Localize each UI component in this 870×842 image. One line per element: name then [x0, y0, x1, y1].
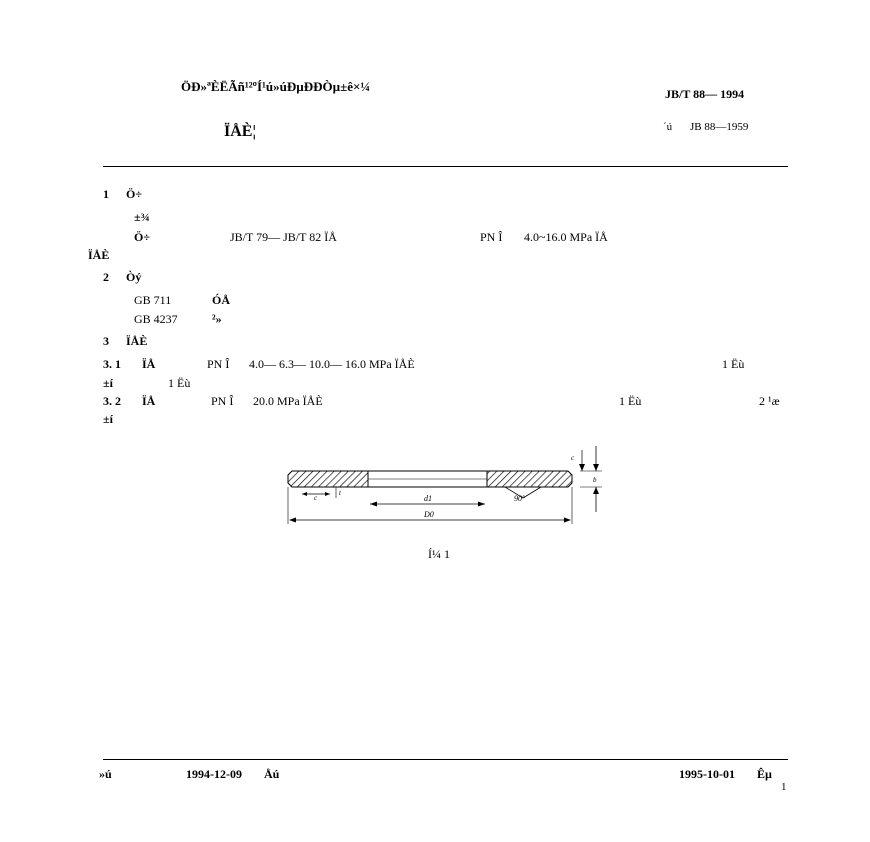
figure-caption: Í¼ 1 [428, 547, 450, 561]
groove-angle [504, 486, 542, 499]
section-3-1-pn: PN Î [207, 357, 230, 371]
section-1-line-3: ÏÅÈ [88, 248, 110, 262]
replaces-prefix: ´ú [663, 121, 673, 133]
section-1-number: 1 [103, 187, 109, 201]
section-2-ref-1-text: ÓÅ [212, 293, 230, 307]
section-3-2-figure-ref-1: 1 Ëù [619, 394, 642, 408]
section-3-1-cont-2: 1 Ëù [168, 376, 191, 390]
thickness-label: b [593, 476, 597, 484]
c-label: c [314, 494, 318, 502]
effective-date: 1995-10-01 [679, 767, 735, 781]
header-title: ÖÐ»ªÈËÃñ¹²ºÍ¹ú»úÐµÐÐÒµ±ê×¼ [181, 79, 371, 94]
section-1-line-2-ref: JB/T 79— JB/T 82 ÏÅ [230, 230, 337, 244]
issue-date: 1994-12-09 [186, 767, 242, 781]
section-1-line-2-range: 4.0~16.0 MPa ÏÅ [524, 230, 608, 244]
header-rule [103, 166, 788, 167]
section-1-line-2-pn: PN Î [480, 230, 503, 244]
standard-number: JB/T 88— 1994 [665, 87, 745, 101]
effective-suffix: Êµ [757, 767, 772, 781]
t-label: t [339, 489, 342, 497]
section-3-title: ÏÅÈ [126, 334, 148, 348]
section-3-2-cont: ±í [103, 412, 113, 426]
section-3-1-cont-1: ±í [103, 376, 113, 390]
gasket-cross-section-figure: 90° b c c t d1 D0 [287, 446, 602, 524]
section-3-2-values: 20.0 MPa ÏÅÈ [253, 394, 323, 408]
section-2-title: Òý [126, 270, 142, 284]
section-3-1-values: 4.0— 6.3— 10.0— 16.0 MPa ÏÅÈ [249, 357, 415, 371]
issue-suffix: Åú [264, 767, 280, 781]
section-3-2-figure-ref-2: 2 ¹æ [759, 394, 780, 408]
section-2-number: 2 [103, 270, 109, 284]
section-1-line-1: ±¾ [134, 210, 150, 224]
replaces-standard: JB 88—1959 [690, 121, 749, 133]
section-3-1-figure-ref: 1 Ëù [722, 357, 745, 371]
section-3-2-pn: PN Î [211, 394, 234, 408]
page-number: 1 [781, 781, 787, 793]
right-section [486, 470, 573, 488]
footer-rule [103, 759, 788, 760]
angle-label: 90° [514, 494, 526, 503]
d0-label: D0 [423, 510, 434, 519]
top-dim-label: c [571, 454, 575, 462]
section-2-ref-2-text: ²» [212, 312, 222, 326]
section-3-2-number: 3. 2 [103, 394, 121, 408]
section-2-ref-1-code: GB 711 [134, 293, 172, 307]
left-section [287, 470, 369, 488]
section-2-ref-2-code: GB 4237 [134, 312, 178, 326]
document-subtitle: ÏÅÈ¦ [224, 123, 256, 140]
footer-left-text: »ú [99, 767, 112, 781]
section-3-number: 3 [103, 334, 109, 348]
section-3-1-number: 3. 1 [103, 357, 121, 371]
section-1-title: Ö÷ [126, 187, 142, 201]
d1-label: d1 [424, 494, 432, 503]
section-1-line-2-prefix: Ö÷ [134, 230, 150, 244]
section-3-1-prefix: ÏÅ [142, 357, 156, 371]
section-3-2-prefix: ÏÅ [142, 394, 156, 408]
